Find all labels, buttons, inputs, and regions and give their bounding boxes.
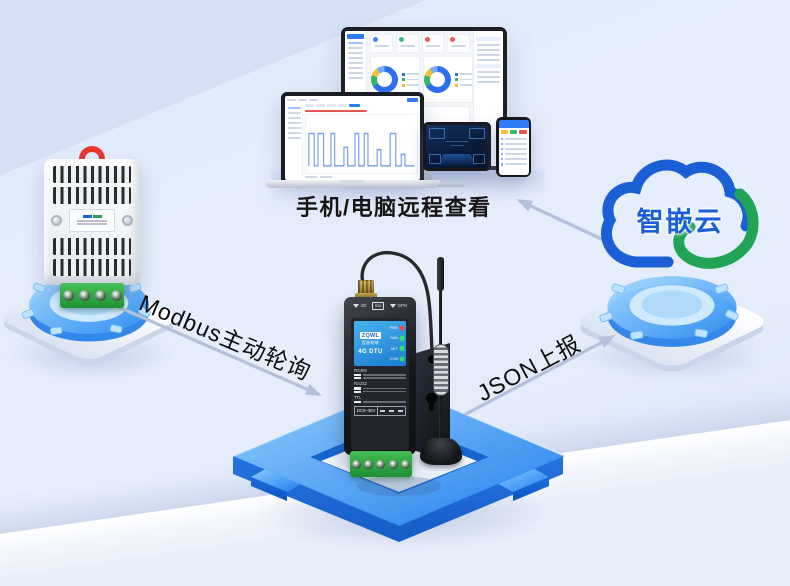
power-range: DC9~36V [355, 406, 379, 415]
alarm-chip [518, 129, 527, 134]
terminal-screw-icon [401, 459, 411, 469]
hmi-glow [438, 154, 476, 166]
keyhole-icon [426, 393, 437, 404]
sensor-vent [53, 187, 131, 204]
led-panel: PWR RUN NET COM [385, 323, 404, 364]
dtu-label-header: ZQWL 智嵌物联 4G DTU PWR RUN NET COM [354, 321, 406, 366]
sensor-label [69, 208, 115, 232]
smartphone [496, 117, 531, 177]
interface-rs232: RS232 [354, 381, 406, 393]
net-led-icon [399, 346, 404, 351]
sensor-hook [79, 146, 105, 164]
sensor-label-band [48, 206, 136, 234]
port-gps-label: GPS [397, 303, 408, 308]
antenna-icon [390, 303, 396, 308]
donut-chart [424, 66, 451, 93]
pwr-led-icon [399, 325, 404, 331]
laptop-base [265, 180, 440, 188]
ok-chip [509, 129, 518, 134]
header-button [407, 98, 418, 102]
terminal-screw-icon [351, 459, 361, 469]
laptop-screen [285, 96, 420, 180]
cloud-blue-stroke [600, 159, 754, 268]
app-header [498, 119, 529, 128]
screw-icon [122, 214, 133, 226]
dashboard-logo [347, 34, 364, 39]
sma-nut [355, 293, 377, 299]
screw-icon [51, 214, 62, 226]
stat-cards [370, 34, 470, 53]
sma-connector [358, 280, 374, 295]
cloud-logo [600, 159, 759, 269]
run-led-icon [399, 336, 404, 341]
terminal-screw-icon [78, 290, 90, 301]
power-spec: DC9~36V [354, 405, 406, 416]
terminal-screw-icon [388, 459, 398, 469]
led-label: COM [389, 356, 398, 361]
status-chips [499, 129, 529, 134]
dtu-top-panel: 4G SIM GPS [344, 297, 416, 314]
terminal-screw-icon [364, 459, 374, 469]
dtu-device: 4G SIM GPS ZQWL 智嵌物联 4G DTU PWR RUN NET [336, 246, 486, 480]
port-4g-label: 4G [360, 303, 367, 308]
brand-logo: ZQWL [359, 332, 382, 339]
phone-app-screen [498, 119, 529, 175]
search-button [349, 103, 360, 107]
keyhole-slot [429, 401, 434, 411]
sensor-terminal-block [60, 283, 124, 308]
whip-antenna-tip [437, 257, 444, 291]
brand-logo-icon [82, 215, 102, 219]
hmi-screen [426, 125, 488, 168]
terminal-screw-icon [110, 290, 122, 301]
antenna-spring-coil [432, 344, 449, 396]
led-label: PWR [389, 326, 398, 331]
dtu-terminal-block [350, 451, 412, 477]
dtu-model: 4G DTU [358, 349, 383, 355]
dtu-body: 4G SIM GPS ZQWL 智嵌物联 4G DTU PWR RUN NET [344, 297, 416, 455]
stat-icon [398, 37, 404, 42]
sensor-vent [53, 238, 131, 255]
terminal-screw-icon [376, 459, 386, 469]
filter-toolbar [305, 103, 418, 107]
screens-caption: 手机/电脑远程查看 [296, 195, 492, 220]
interface-rs485: RS485 [354, 368, 406, 380]
cloud-name: 智嵌云 [636, 207, 724, 237]
laptop-sidebar [287, 103, 303, 178]
sim-slot-icon: SIM [372, 301, 385, 310]
stat-icon [424, 37, 430, 42]
sensor-body [44, 159, 140, 285]
interface-ttl: TTL [354, 395, 406, 403]
terminal-screw-icon [62, 290, 74, 301]
led-label: RUN [390, 336, 398, 341]
stat-icon [450, 37, 456, 42]
brand-subtitle: 智嵌物联 [361, 340, 380, 345]
donut-charts [370, 56, 473, 103]
antenna-icon [352, 303, 359, 308]
cloud-green-stroke [673, 188, 759, 269]
sensor-device [44, 146, 140, 324]
com-led-icon [399, 356, 404, 362]
step-wave-chart [305, 114, 418, 174]
dtu-front-label: ZQWL 智嵌物联 4G DTU PWR RUN NET COM RS485 [351, 318, 409, 450]
hmi-tablet [423, 122, 491, 171]
stat-icon [373, 37, 378, 42]
led-label: NET [390, 346, 398, 351]
alert-text-line [305, 110, 368, 113]
antenna-magnetic-base [420, 438, 462, 465]
donut-chart [371, 66, 398, 93]
sensor-vent [53, 166, 131, 183]
laptop [281, 92, 424, 184]
sensor-vent [53, 259, 131, 276]
cloud-platform [580, 276, 764, 372]
terminal-screw-icon [94, 290, 106, 301]
warning-chip [500, 129, 509, 134]
